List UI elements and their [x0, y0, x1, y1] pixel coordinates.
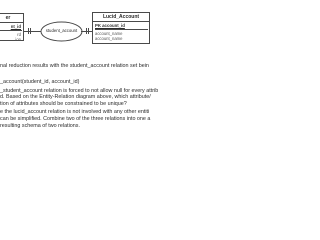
right-cardinality-mark [88, 28, 89, 34]
left-cardinality-mark [30, 28, 31, 34]
question-line: _student_account relation is forced to n… [0, 88, 159, 94]
lucid-account-primary-key: PK account_id [95, 23, 148, 30]
student-account-relationship: student_account [40, 21, 83, 42]
left-relationship-connector [24, 31, 42, 32]
question-line: resulting schema of two relations. [0, 123, 80, 129]
right-cardinality-mark [86, 28, 87, 34]
student-entity-attribute-2: ion [15, 37, 21, 42]
question-line: nal reduction results with the student_a… [0, 63, 149, 69]
lucid-account-entity-box: Lucid_Account PK account_id account_name… [92, 12, 150, 44]
student-entity-primary-key: nt_id [0, 24, 22, 31]
student-entity-attribute-1: rd [17, 32, 21, 37]
question-line: tion of attributes should be constrained… [0, 101, 127, 107]
lucid-account-attribute-1: account_name [95, 31, 123, 36]
question-line: d. Based on the Entity-Relation diagram … [0, 94, 151, 100]
student-entity-title: er [0, 14, 23, 23]
er-diagram: er nt_id rd ion student_account Lucid_Ac… [0, 0, 150, 62]
relationship-label: student_account [45, 28, 78, 33]
lucid-account-entity-title: Lucid_Account [93, 13, 149, 22]
question-line: can be simplified. Combine two of the th… [0, 116, 151, 122]
question-line: e the lucid_account relation is not invo… [0, 109, 150, 115]
lucid-account-attribute-2: account_name [95, 36, 123, 41]
question-line: _account(student_id, account_id) [0, 79, 80, 85]
question-text: nal reduction results with the student_a… [0, 63, 158, 150]
left-cardinality-mark [28, 28, 29, 34]
student-entity-box: er nt_id rd ion [0, 13, 24, 42]
